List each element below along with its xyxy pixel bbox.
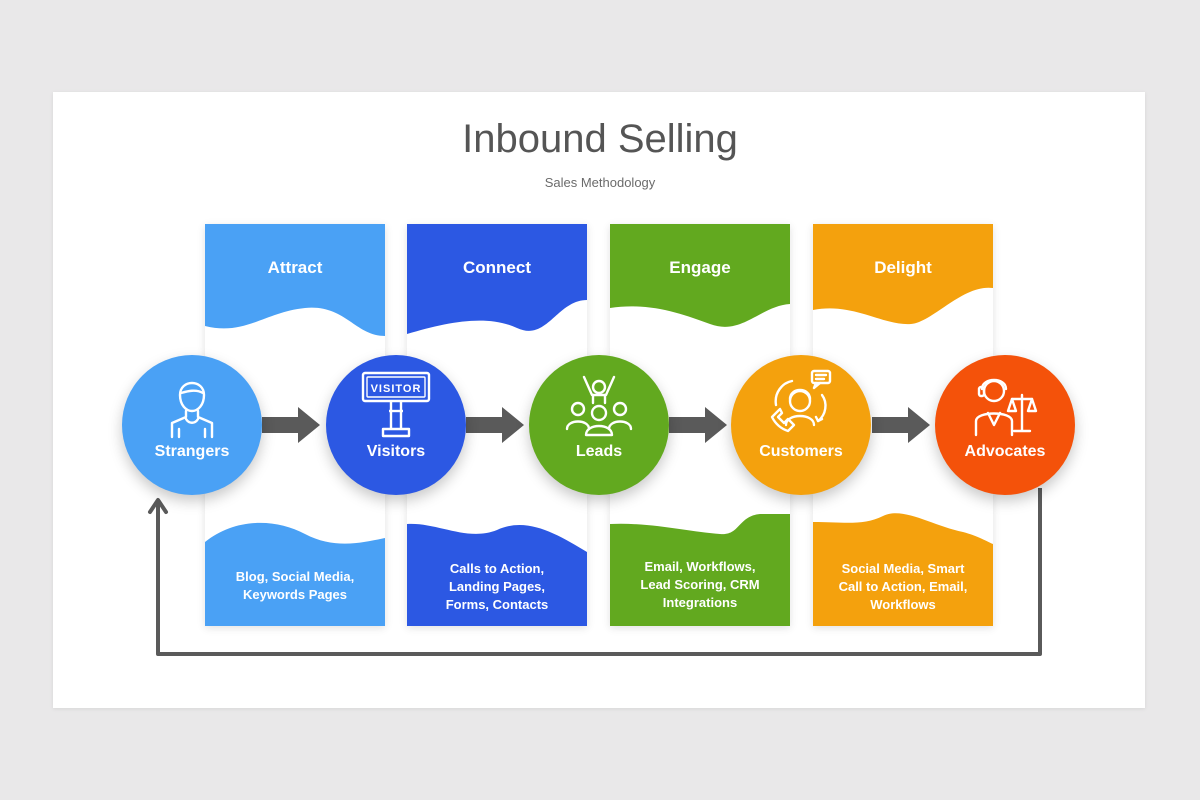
stage-description: Email, Workflows, Lead Scoring, CRM Inte… — [640, 559, 760, 610]
page-subtitle: Sales Methodology — [544, 175, 656, 190]
stage-footer: Blog, Social Media, Keywords Pages — [205, 512, 385, 626]
person-icon — [170, 381, 214, 439]
persona-leads: Leads — [529, 355, 669, 495]
stage-label: Delight — [874, 258, 932, 277]
visitor-sign-text: VISITOR — [371, 383, 422, 395]
flow-arrow-1 — [262, 407, 320, 443]
stage-label: Attract — [267, 258, 323, 277]
group-icon — [565, 375, 633, 437]
persona-label: Strangers — [154, 443, 230, 460]
flow-arrow-3 — [669, 407, 727, 443]
stage-header: Attract — [205, 224, 385, 336]
stage-description: Blog, Social Media, Keywords Pages — [235, 569, 355, 602]
stage-footer: Social Media, Smart Call to Action, Emai… — [813, 512, 993, 626]
stage-header: Delight — [813, 224, 993, 336]
advocate-scales-icon — [974, 378, 1038, 437]
persona-label: Customers — [759, 443, 843, 460]
stage-footer: Calls to Action, Landing Pages, Forms, C… — [407, 512, 587, 626]
persona-label: Leads — [575, 443, 623, 460]
stage-footer: Email, Workflows, Lead Scoring, CRM Inte… — [610, 512, 790, 626]
persona-label: Visitors — [366, 443, 426, 460]
customer-support-icon — [770, 369, 832, 433]
persona-customers: Customers — [731, 355, 871, 495]
stage-label: Connect — [463, 258, 531, 277]
stage-header: Engage — [610, 224, 790, 336]
stage-header: Connect — [407, 224, 587, 336]
persona-label: Advocates — [964, 443, 1046, 460]
stage-description: Social Media, Smart Call to Action, Emai… — [838, 561, 968, 612]
flow-arrow-2 — [466, 407, 524, 443]
persona-advocates: Advocates — [935, 355, 1075, 495]
visitor-sign-icon: VISITOR — [361, 371, 431, 438]
persona-strangers: Strangers — [122, 355, 262, 495]
stage-label: Engage — [669, 258, 731, 277]
persona-visitors: VISITOR Visitors — [326, 355, 466, 495]
flow-arrow-4 — [872, 407, 930, 443]
page-title: Inbound Selling — [462, 117, 738, 161]
stage-description: Calls to Action, Landing Pages, Forms, C… — [445, 561, 549, 612]
